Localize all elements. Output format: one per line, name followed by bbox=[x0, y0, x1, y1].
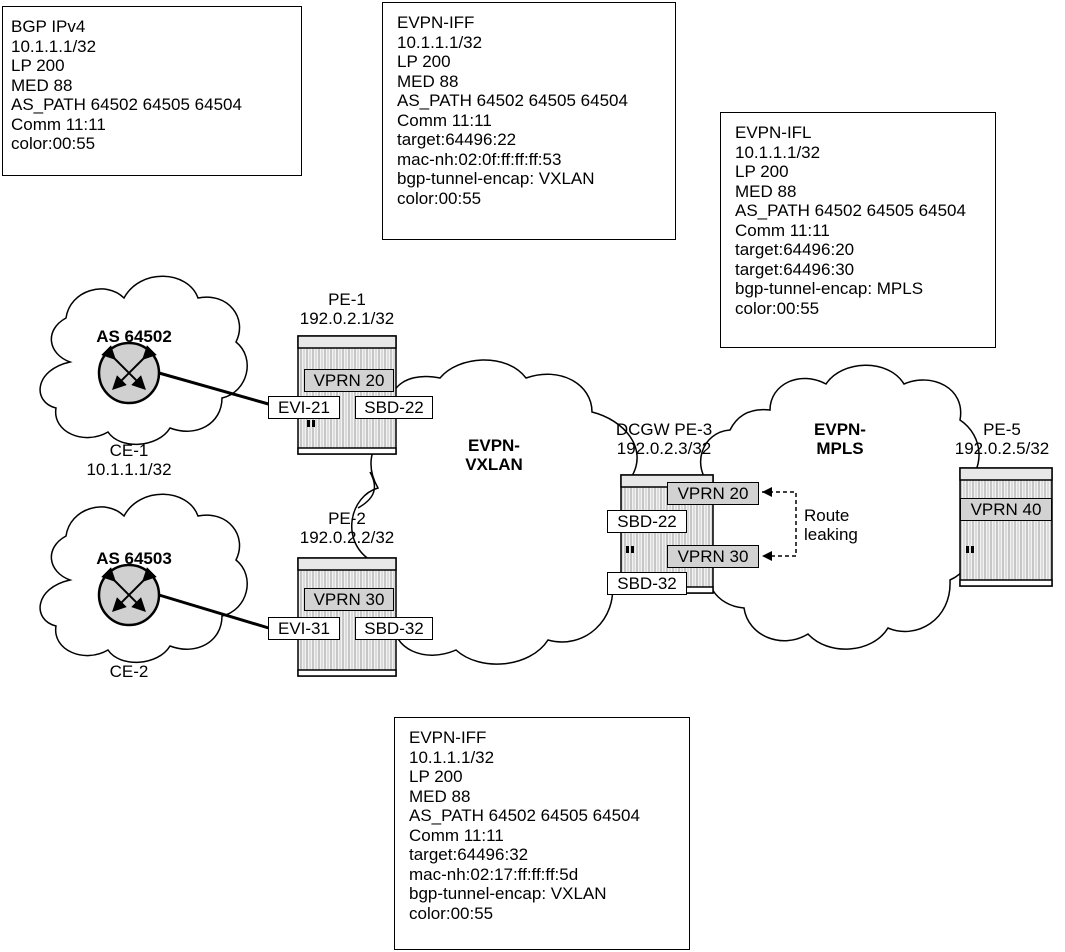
ce-1-label: CE-1 10.1.1.1/32 bbox=[86, 441, 172, 479]
pe1-vprn-20: VPRN 20 bbox=[304, 369, 394, 392]
route-attr-line: 10.1.1.1/32 bbox=[11, 36, 97, 56]
route-attr-line: bgp-tunnel-encap: MPLS bbox=[735, 279, 924, 298]
route-attr-line: LP 200 bbox=[735, 162, 789, 181]
route-attr-line: mac-nh:02:17:ff:ff:ff:5d bbox=[409, 864, 579, 884]
route-attr-line: MED 88 bbox=[409, 786, 471, 806]
route-attr-line: AS_PATH 64502 64505 64504 bbox=[11, 95, 242, 114]
pe5-vprn-40: VPRN 40 bbox=[960, 498, 1052, 521]
route-attr-line: mac-nh:02:0f:ff:ff:ff:53 bbox=[397, 149, 562, 169]
route-attr-line: MED 88 bbox=[11, 75, 73, 95]
route-leaking-arrows bbox=[762, 487, 797, 561]
pe1-sbd-22: SBD-22 bbox=[355, 396, 433, 419]
pe-1-label: PE-1 192.0.2.1/32 bbox=[299, 290, 395, 328]
route-attr-line: AS_PATH 64502 64505 64504 bbox=[397, 91, 628, 110]
as-64503-label: AS 64503 bbox=[96, 549, 172, 568]
ce-2-router bbox=[97, 563, 161, 627]
pe1-pe2-connector bbox=[357, 471, 376, 509]
pe-1-chassis bbox=[297, 335, 397, 455]
route-attr-line: 10.1.1.1/32 bbox=[397, 32, 483, 52]
route-attr-line: Comm 11:11 bbox=[11, 114, 106, 134]
route-attr-line: AS_PATH 64502 64505 64504 bbox=[409, 806, 640, 825]
pe-2-label: PE-2 192.0.2.2/32 bbox=[299, 509, 395, 547]
route-attr-line: LP 200 bbox=[11, 56, 65, 75]
pe-5-chassis bbox=[959, 467, 1053, 587]
pe1-evi-21: EVI-21 bbox=[268, 396, 340, 419]
route-attr-line: Comm 11:11 bbox=[397, 110, 492, 130]
route-attr-line: color:00:55 bbox=[11, 134, 96, 153]
route-attr-line: MED 88 bbox=[397, 71, 459, 91]
pe3-vprn-20: VPRN 20 bbox=[667, 482, 759, 505]
route-attr-line: target:64496:32 bbox=[409, 845, 529, 864]
route-attr-line: color:00:55 bbox=[735, 298, 820, 318]
route-attr-line: MED 88 bbox=[735, 181, 797, 201]
ce-1-router bbox=[97, 341, 161, 405]
route-attr-line: Comm 11:11 bbox=[735, 220, 830, 240]
route-attr-line: LP 200 bbox=[397, 52, 451, 71]
pe-3-label: DCGW PE-3 192.0.2.3/32 bbox=[615, 420, 713, 458]
route-attr-line: BGP IPv4 bbox=[11, 17, 86, 36]
pe2-sbd-32: SBD-32 bbox=[355, 617, 433, 640]
pe3-vprn-30: VPRN 30 bbox=[667, 545, 759, 568]
as-64502-label: AS 64502 bbox=[96, 327, 172, 346]
route-attr-line: color:00:55 bbox=[409, 903, 494, 923]
route-attr-line: target:64496:20 bbox=[735, 240, 855, 259]
pe-5-label: PE-5 192.0.2.5/32 bbox=[954, 420, 1050, 458]
ce2-pe2-link bbox=[158, 593, 273, 631]
evpn-vxlan-label: EVPN- VXLAN bbox=[465, 436, 523, 474]
route-attr-line: target:64496:30 bbox=[735, 259, 855, 279]
route-attr-line: 10.1.1.1/32 bbox=[735, 142, 821, 162]
route-attr-line: bgp-tunnel-encap: VXLAN bbox=[409, 884, 607, 903]
route-attr-line: target:64496:22 bbox=[397, 130, 517, 149]
route-attr-line: color:00:55 bbox=[397, 188, 482, 208]
route-attr-line: EVPN-IFL bbox=[735, 123, 812, 142]
ce1-pe1-link bbox=[158, 371, 273, 407]
route-attr-line: Comm 11:11 bbox=[409, 825, 504, 845]
evpn-mpls-label: EVPN- MPLS bbox=[814, 420, 866, 458]
route-attr-line: 10.1.1.1/32 bbox=[409, 747, 495, 767]
pe3-sbd-32: SBD-32 bbox=[607, 572, 687, 595]
pe3-sbd-22: SBD-22 bbox=[607, 510, 687, 533]
route-attr-line: LP 200 bbox=[409, 767, 463, 786]
route-attr-line: EVPN-IFF bbox=[397, 13, 475, 32]
route-leaking-label: Route leaking bbox=[804, 506, 858, 544]
pe2-evi-31: EVI-31 bbox=[268, 617, 340, 640]
pe2-vprn-30: VPRN 30 bbox=[304, 588, 394, 611]
route-attr-line: bgp-tunnel-encap: VXLAN bbox=[397, 169, 595, 188]
route-attr-line: EVPN-IFF bbox=[409, 728, 487, 747]
ce-2-label: CE-2 bbox=[109, 662, 149, 681]
route-attr-line: AS_PATH 64502 64505 64504 bbox=[735, 201, 966, 220]
